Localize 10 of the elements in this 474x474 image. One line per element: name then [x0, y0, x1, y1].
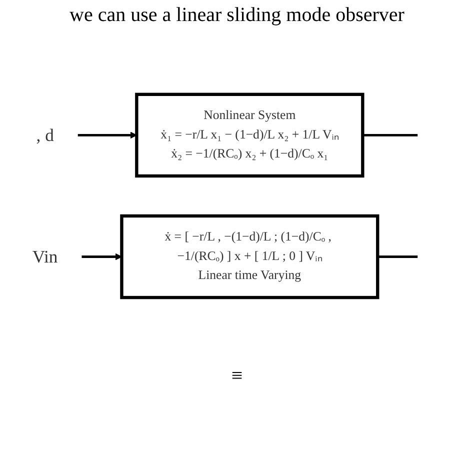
connector	[378, 256, 418, 258]
note-text: we can use a linear sliding mode observer	[68, 4, 406, 27]
node-text: Vin	[32, 246, 58, 267]
node-text: , d	[36, 125, 54, 146]
arrow	[78, 132, 137, 139]
connector	[362, 134, 418, 136]
equivalence-sign: ≡	[230, 365, 244, 388]
node-box: Nonlinear System ẋ₁ = −r/L x₁ − (1−d)/L x₂ + 1/L Vᵢₙ ẋ₂ = −1/(RCₒ) x₂ + (1−d)/Cₒ x₁	[135, 92, 364, 178]
node-box: ẋ = [ −r/L , −(1−d)/L ; (1−d)/Cₒ , −1/(RCₒ) ] x + [ 1/L ; 0 ] Vᵢₙ Linear time Varying	[120, 214, 380, 300]
arrow	[82, 253, 122, 260]
